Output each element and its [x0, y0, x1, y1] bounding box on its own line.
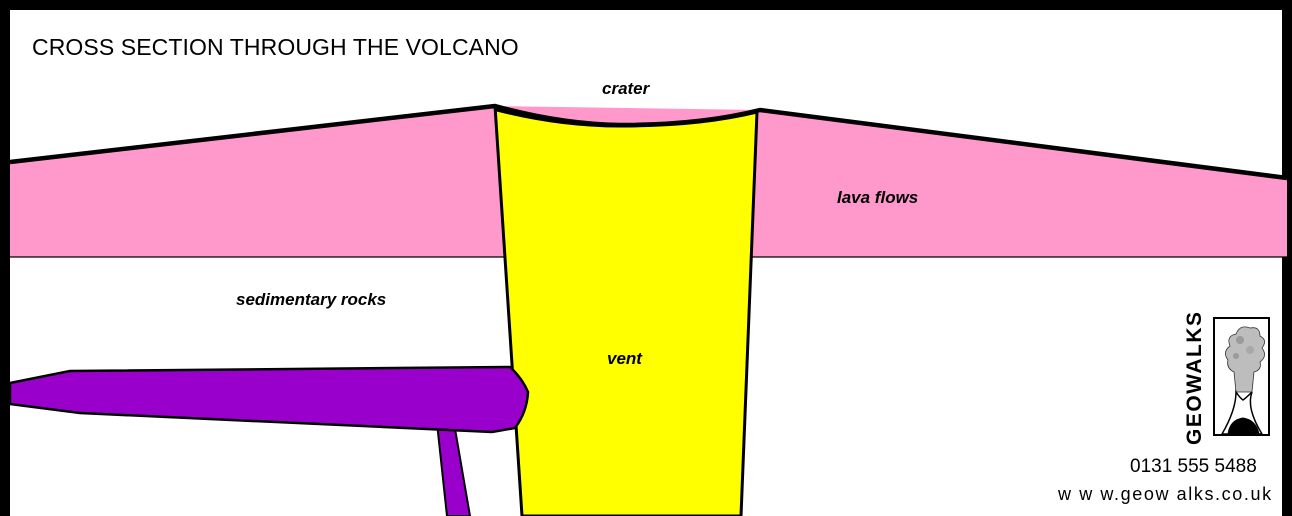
sedimentary-rocks-label: sedimentary rocks: [236, 290, 386, 310]
diagram-title: CROSS SECTION THROUGH THE VOLCANO: [32, 34, 519, 61]
vent-shape: [495, 106, 757, 516]
vent-label: vent: [607, 349, 642, 369]
website-address: w w w.geow alks.co.uk: [1058, 484, 1273, 505]
phone-number: 0131 555 5488: [1130, 456, 1257, 478]
geowalks-brand-name: GEOWALKS: [1183, 310, 1207, 445]
crater-label: crater: [602, 79, 649, 99]
lava-flows-label: lava flows: [837, 188, 918, 208]
dyke-shape: [437, 423, 470, 516]
geowalks-logo: [1214, 318, 1269, 435]
sill-shape: [10, 367, 528, 432]
